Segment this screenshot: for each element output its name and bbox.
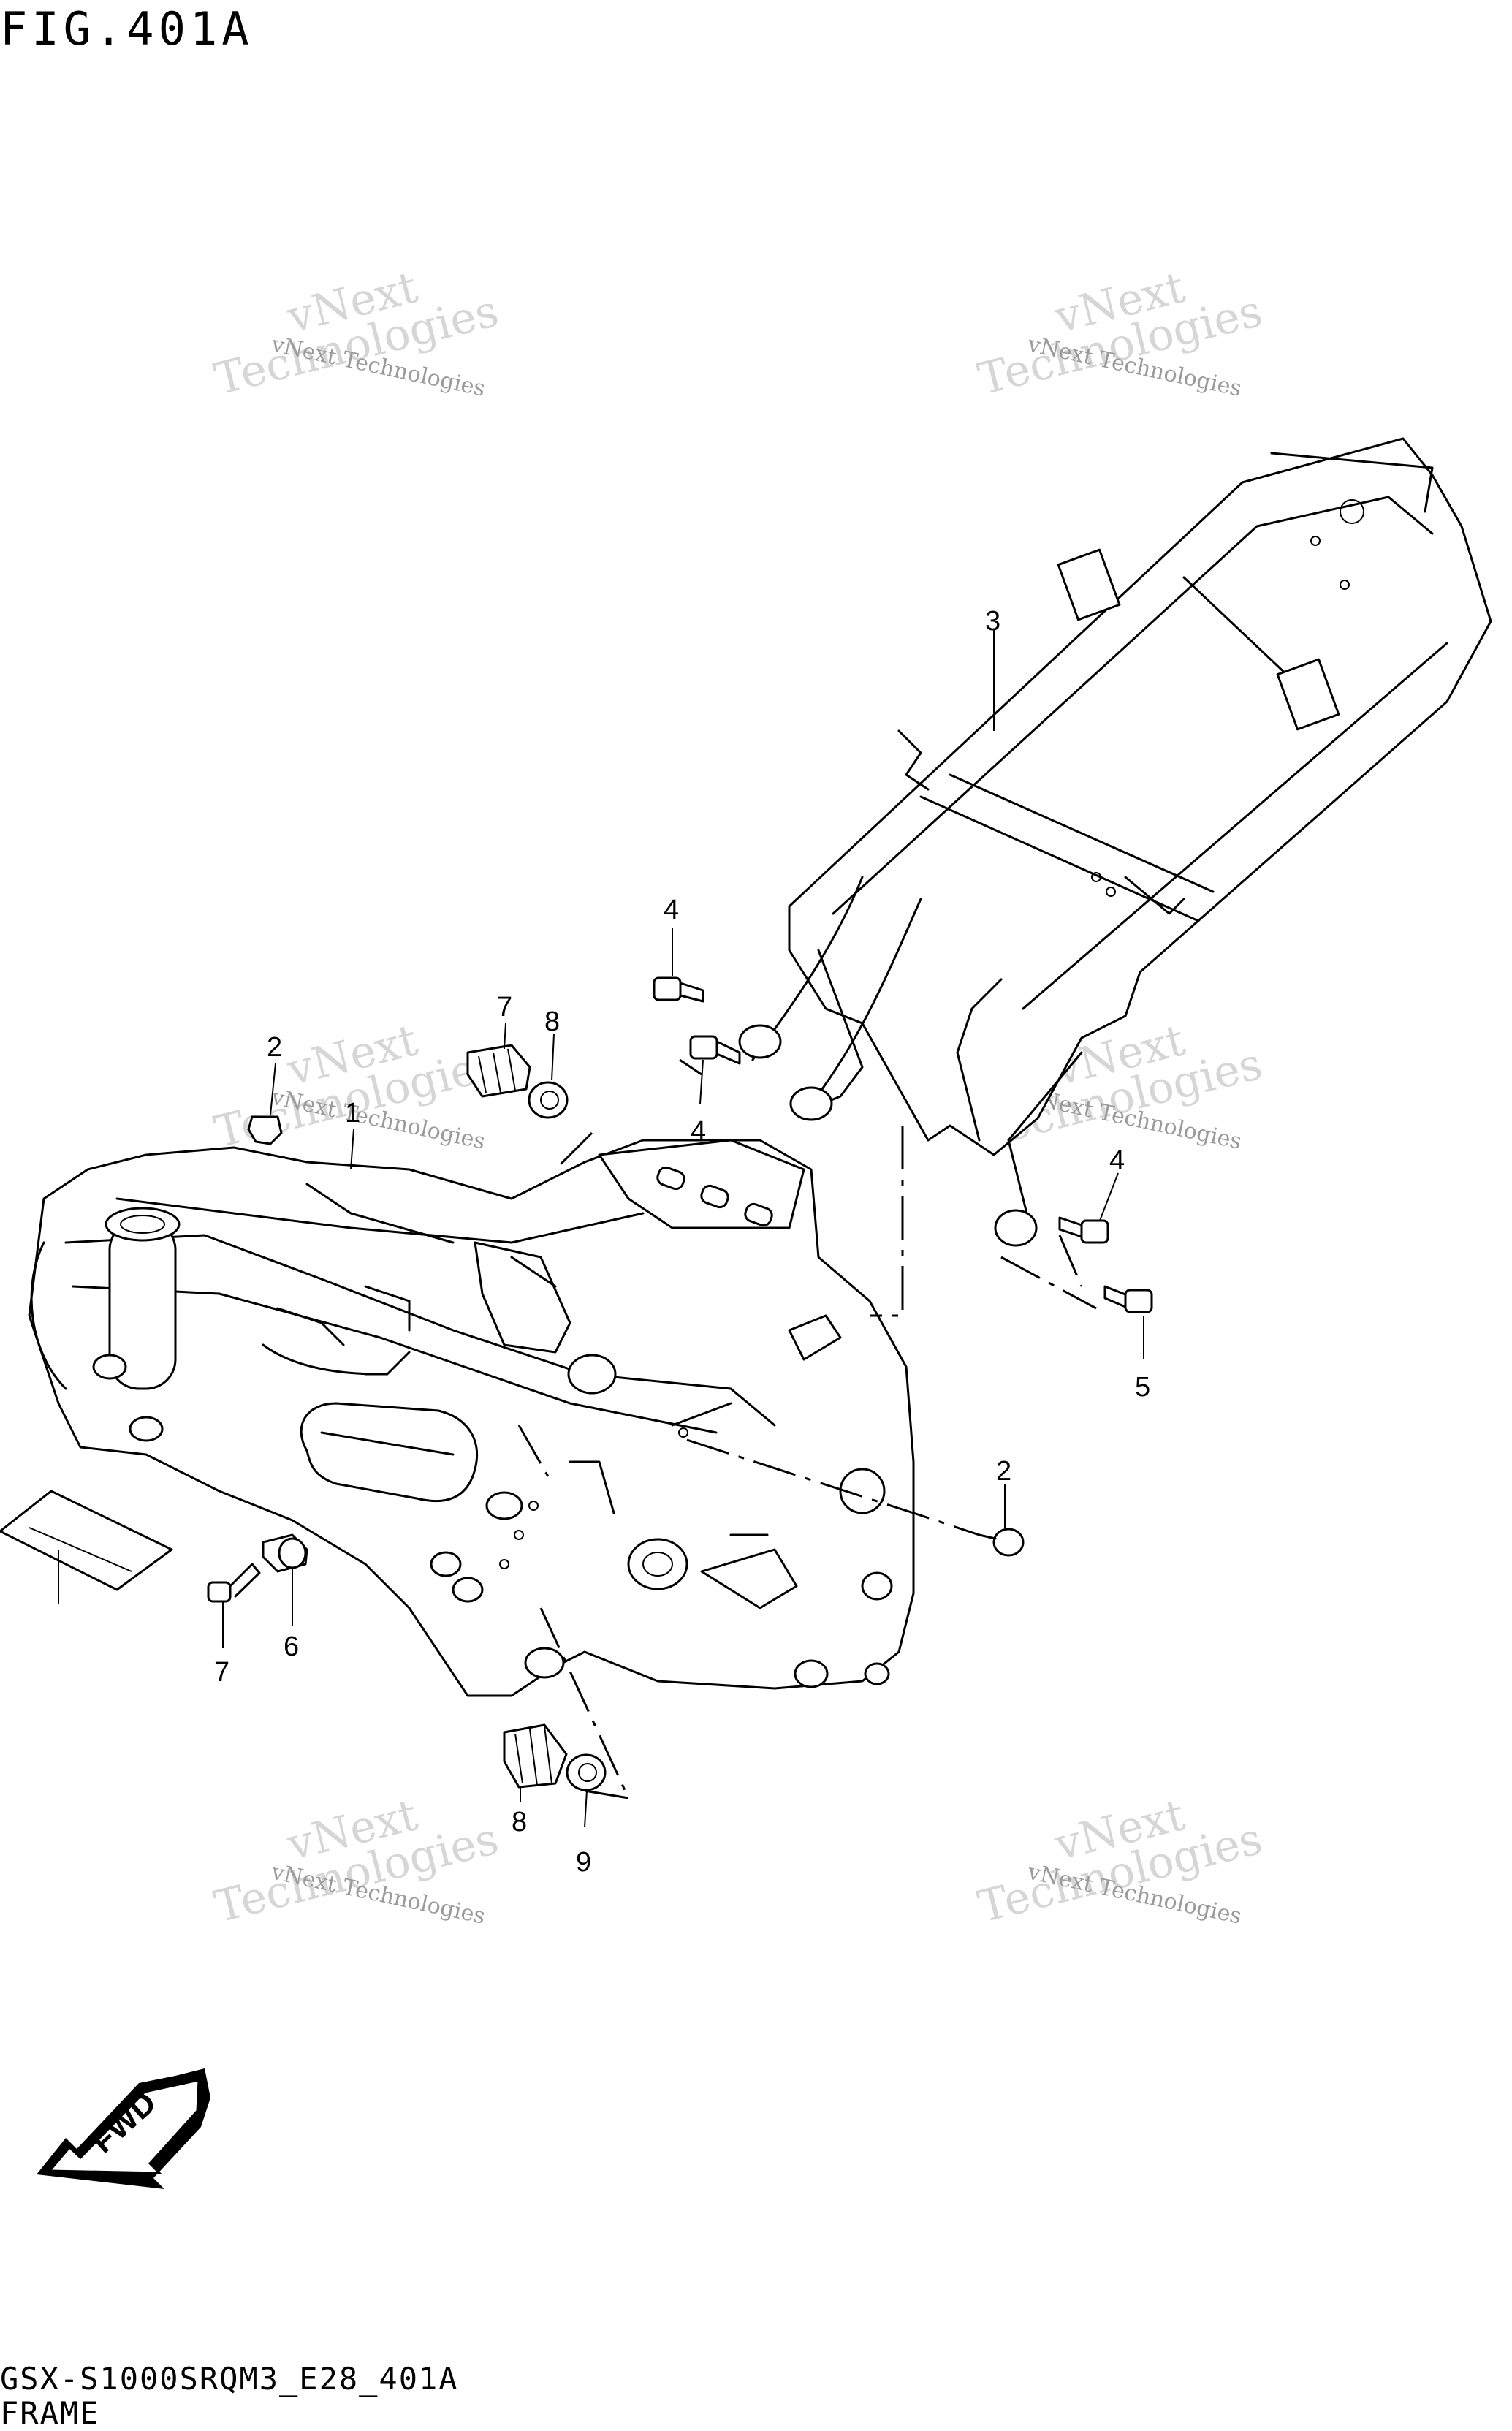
callout-2-upper: 2 bbox=[267, 1032, 282, 1063]
model-code: GSX-S1000SRQM3_E28_401A bbox=[0, 2361, 459, 2397]
washer-part-8-lower bbox=[566, 1753, 607, 1791]
main-frame-part-1 bbox=[28, 1139, 915, 1697]
callout-7-upper: 7 bbox=[497, 992, 512, 1023]
bolt-part-4-upper bbox=[653, 976, 704, 1003]
bolt-part-4-mid bbox=[689, 1035, 741, 1065]
watermark-top-left: Technologies vNext vNext Technologies bbox=[210, 262, 504, 405]
watermark-top-right: Technologies vNext vNext Technologies bbox=[973, 262, 1267, 405]
callout-2-right: 2 bbox=[996, 1456, 1011, 1487]
bolt-part-4-right-upper bbox=[1058, 1216, 1109, 1244]
leader-lines bbox=[58, 629, 1144, 1828]
bolt-part-6 bbox=[207, 1563, 261, 1603]
fwd-arrow-icon: FWD bbox=[37, 2068, 210, 2189]
callout-4-upper: 4 bbox=[664, 895, 679, 925]
callout-7-lower: 8 bbox=[512, 1807, 527, 1838]
damper-part-7-lower bbox=[503, 1723, 568, 1789]
callout-8-upper: 8 bbox=[544, 1006, 560, 1037]
callout-8-lower: 9 bbox=[576, 1847, 591, 1878]
washer-part-8-upper bbox=[528, 1081, 569, 1119]
nut-part-2-upper bbox=[247, 1115, 283, 1145]
callout-6: 7 bbox=[214, 1657, 229, 1688]
callout-4-right-upper: 4 bbox=[1109, 1145, 1125, 1176]
seat-rail-part-3 bbox=[738, 437, 1492, 1247]
collar-part-5 bbox=[262, 1533, 308, 1573]
watermark-bottom-left: Technologies vNext vNext Technologies bbox=[210, 1789, 504, 1933]
figure-title: FIG.401A bbox=[0, 2, 254, 56]
bolt-part-4-right-lower bbox=[1103, 1285, 1153, 1313]
callout-3: 3 bbox=[985, 606, 1000, 637]
callout-4-mid: 4 bbox=[691, 1116, 706, 1147]
watermark-bottom-right: Technologies vNext vNext Technologies bbox=[973, 1789, 1267, 1933]
label-part-9 bbox=[0, 1490, 173, 1591]
nut-part-2-right bbox=[978, 1528, 1025, 1557]
callout-5: 6 bbox=[284, 1631, 299, 1662]
section-name: FRAME bbox=[0, 2395, 100, 2431]
damper-part-7-upper bbox=[466, 1044, 531, 1098]
installation-guides bbox=[517, 1058, 1097, 1799]
callout-1: 1 bbox=[345, 1098, 360, 1129]
callout-4-right-lower: 5 bbox=[1135, 1372, 1150, 1403]
